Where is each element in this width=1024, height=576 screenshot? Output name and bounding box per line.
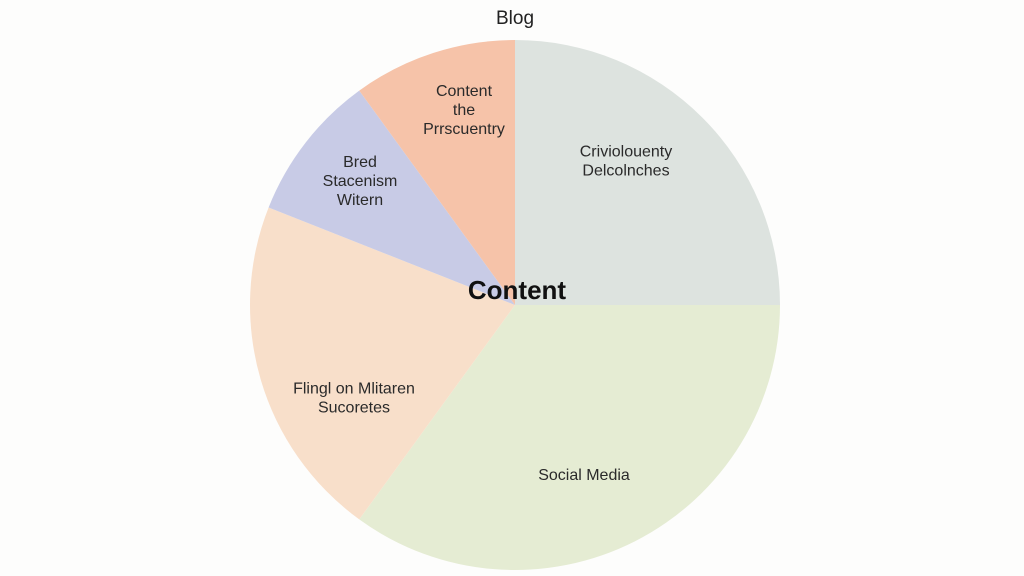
pie-slice-3 bbox=[250, 207, 516, 520]
pie-slice-2 bbox=[359, 305, 780, 570]
chart-title: Blog bbox=[496, 8, 534, 29]
slice-label-2-line-1: Social Media bbox=[538, 467, 630, 484]
slice-label-5-line-3: Prrscuentry bbox=[423, 121, 505, 138]
pie-slice-1 bbox=[515, 40, 780, 305]
slice-label-1-line-2: Delcolnches bbox=[582, 163, 669, 180]
slice-label-3-line-1: Flingl on Mlitaren bbox=[293, 381, 415, 398]
slice-label-4-line-3: Witern bbox=[337, 192, 383, 209]
slice-label-4-line-1: Bred bbox=[343, 154, 377, 171]
slice-label-5-line-2: the bbox=[453, 102, 475, 119]
pie-center-label: Content bbox=[468, 275, 567, 305]
slice-label-1-line-1: Criviolouenty bbox=[580, 144, 672, 161]
slice-label-5-line-1: Content bbox=[436, 83, 493, 100]
pie-slice-5 bbox=[359, 40, 515, 305]
slice-label-3-line-2: Sucoretes bbox=[318, 400, 390, 417]
pie-slices bbox=[250, 40, 780, 570]
slice-label-4-line-2: Stacenism bbox=[323, 173, 398, 190]
pie-slice-4 bbox=[268, 90, 515, 305]
